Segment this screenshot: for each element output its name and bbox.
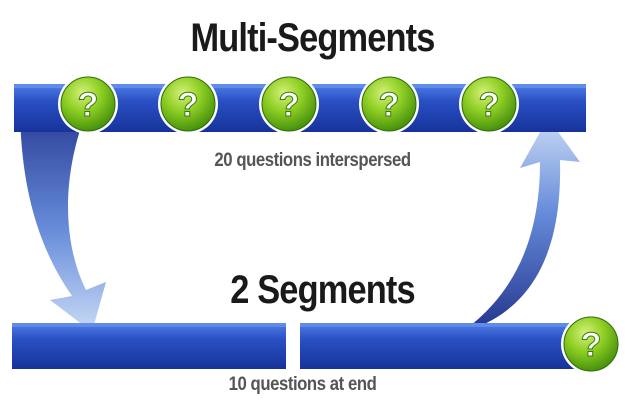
question-badge-icon: ? xyxy=(561,314,621,374)
svg-text:?: ? xyxy=(279,86,300,124)
question-badge-icon: ? xyxy=(459,74,519,134)
svg-text:?: ? xyxy=(178,86,199,124)
svg-text:?: ? xyxy=(78,86,99,124)
curved-arrow-up-icon xyxy=(470,118,580,326)
curved-arrow-down-icon xyxy=(20,104,106,332)
multi-segments-title: Multi-Segments xyxy=(190,16,435,60)
question-badge-icon: ? xyxy=(359,74,419,134)
segment-bar-1 xyxy=(12,323,286,369)
multi-segments-caption: 20 questions interspersed xyxy=(214,150,411,171)
question-badge-icon: ? xyxy=(58,74,118,134)
question-badge-icon: ? xyxy=(259,74,319,134)
svg-text:?: ? xyxy=(379,86,400,124)
svg-text:?: ? xyxy=(479,86,500,124)
two-segments-title: 2 Segments xyxy=(230,268,415,312)
question-badge-icon: ? xyxy=(158,74,218,134)
svg-text:?: ? xyxy=(581,326,602,364)
segment-bar-2 xyxy=(300,323,590,369)
two-segments-caption: 10 questions at end xyxy=(228,374,377,395)
